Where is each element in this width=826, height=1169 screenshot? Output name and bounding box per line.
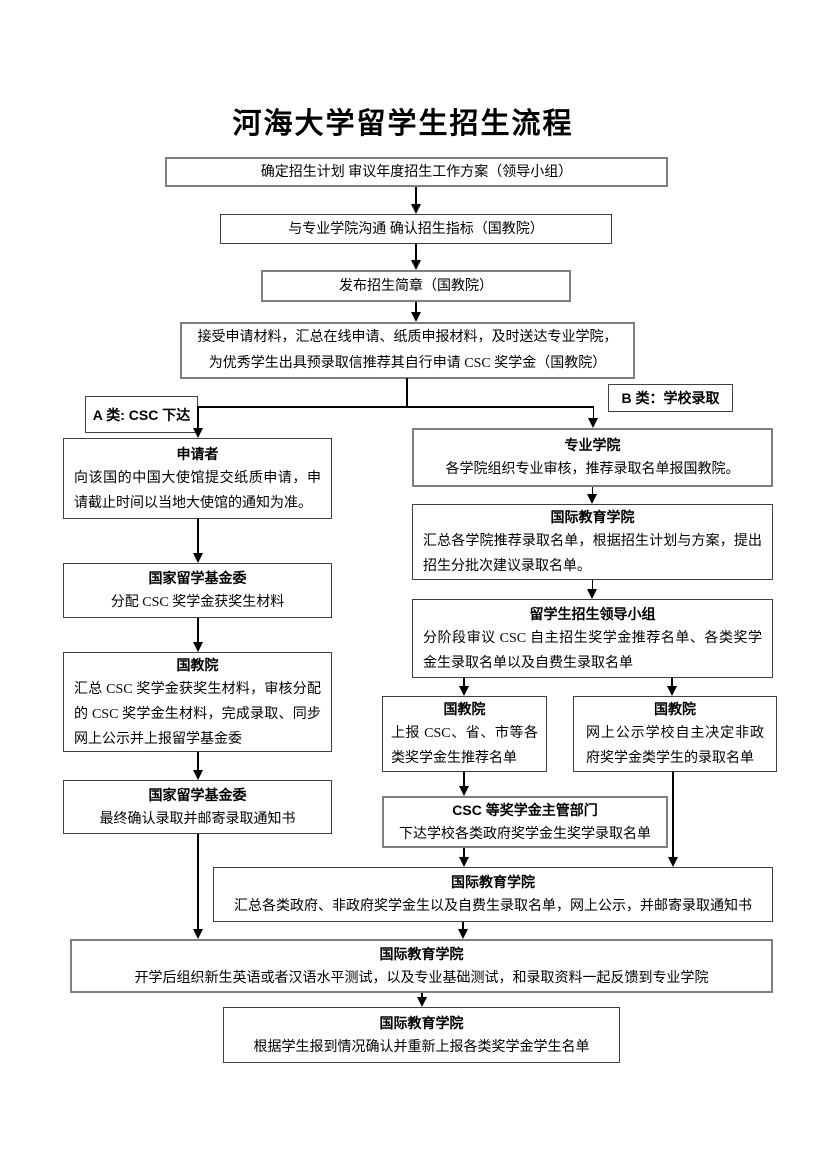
- flow-box-title: 国家留学基金委: [148, 786, 247, 803]
- arrow-down-icon: [458, 929, 468, 939]
- arrow-down-icon: [193, 642, 203, 652]
- flow-box-publicize-list: 国教院 网上公示学校自主决定非政府奖学金类学生的录取名单: [573, 696, 777, 772]
- flow-box-title: 国际教育学院: [550, 509, 635, 525]
- flow-box-brochure: 发布招生简章（国教院）: [261, 270, 571, 302]
- connector-line: [463, 772, 465, 787]
- flow-box-csc-council-2: 国家留学基金委 最终确认录取并邮寄录取通知书: [63, 780, 332, 834]
- flow-box-title: 国际教育学院: [451, 874, 535, 890]
- flow-box-quota: 与专业学院沟通 确认招生指标（国教院）: [220, 214, 612, 244]
- flow-box-guojiaoyuan: 国教院 汇总 CSC 奖学金获奖生材料，审核分配的 CSC 奖学金生材料，完成录…: [63, 652, 332, 752]
- flow-box-intl-college-tests: 国际教育学院 开学后组织新生英语或者汉语水平测试，以及专业基础测试，和录取资料一…: [70, 939, 773, 993]
- flow-box-text: 分配 CSC 奖学金获奖生材料: [110, 595, 285, 610]
- branch-label-a: A 类: CSC 下达: [85, 396, 198, 433]
- arrow-down-icon: [587, 494, 597, 504]
- connector-line: [421, 993, 423, 998]
- flow-box-title: 国教院: [443, 701, 486, 717]
- connector-line: [672, 772, 674, 858]
- arrow-down-icon: [459, 686, 469, 696]
- arrow-down-icon: [459, 857, 469, 867]
- flow-box-text: 接受申请材料，汇总在线申请、纸质申报材料，及时送达专业学院，为优秀学生出具预录取…: [197, 329, 618, 371]
- flow-box-text: 向该国的中国大使馆提交纸质申请，申请截止时间以当地大使馆的通知为准。: [74, 470, 321, 511]
- arrow-down-icon: [193, 553, 203, 563]
- flow-box-title: CSC 等奖学金主管部门: [452, 801, 598, 818]
- flow-box-title: 专业学院: [564, 437, 621, 453]
- flow-box-csc-council-1: 国家留学基金委 分配 CSC 奖学金获奖生材料: [63, 563, 332, 618]
- flow-box-text: 开学后组织新生英语或者汉语水平测试，以及专业基础测试，和录取资料一起反馈到专业学…: [134, 970, 709, 986]
- connector-line: [591, 580, 594, 590]
- flow-box-faculties: 专业学院 各学院组织专业审核，推荐录取名单报国教院。: [412, 428, 773, 487]
- connector-line: [415, 244, 417, 261]
- arrow-down-icon: [668, 857, 678, 867]
- flow-box-applicant: 申请者 向该国的中国大使馆提交纸质申请，申请截止时间以当地大使馆的通知为准。: [63, 438, 332, 519]
- flow-box-leading-group: 留学生招生领导小组 分阶段审议 CSC 自主招生奖学金推荐名单、各类奖学金生录取…: [412, 599, 773, 678]
- arrow-down-icon: [411, 312, 421, 322]
- flow-box-text: 根据学生报到情况确认并重新上报各类奖学金学生名单: [253, 1039, 590, 1055]
- connector-line: [197, 618, 199, 643]
- flow-box-title: 国教院: [654, 701, 696, 717]
- flow-box-title: 国际教育学院: [379, 945, 464, 962]
- flow-box-text: 网上公示学校自主决定非政府奖学金类学生的录取名单: [586, 726, 764, 766]
- flow-box-title: 申请者: [176, 445, 219, 462]
- arrow-down-icon: [667, 686, 677, 696]
- connector-line: [197, 406, 199, 429]
- flow-box-title: 国际教育学院: [379, 1014, 464, 1031]
- flow-box-title: 国教院: [176, 656, 219, 673]
- connector-line: [197, 752, 199, 771]
- arrow-down-icon: [193, 428, 203, 438]
- flow-box-applications: 接受申请材料，汇总在线申请、纸质申报材料，及时送达专业学院，为优秀学生出具预录取…: [180, 322, 635, 379]
- arrow-down-icon: [193, 770, 203, 780]
- connector-line: [415, 187, 417, 205]
- flow-box-plan: 确定招生计划 审议年度招生工作方案（领导小组）: [165, 157, 668, 187]
- flow-box-text: 与专业学院沟通 确认招生指标（国教院）: [288, 221, 544, 237]
- connector-line: [415, 302, 417, 313]
- connector-line: [197, 834, 199, 930]
- flow-box-text: 汇总各学院推荐录取名单，根据招生计划与方案，提出招生分批次建议录取名单。: [423, 534, 762, 574]
- flow-box-intl-college-2: 国际教育学院 汇总各类政府、非政府奖学金生以及自费生录取名单，网上公示，并邮寄录…: [213, 867, 773, 922]
- connector-line: [591, 487, 594, 495]
- arrow-down-icon: [417, 997, 427, 1007]
- connector-line: [463, 848, 465, 858]
- arrow-down-icon: [411, 204, 421, 214]
- arrow-down-icon: [587, 589, 597, 599]
- flow-box-title: 国家留学基金委: [148, 570, 247, 586]
- flow-box-text: 汇总 CSC 奖学金获奖生材料，审核分配的 CSC 奖学金生材料，完成录取、同步…: [74, 681, 321, 747]
- flow-box-text: 上报 CSC、省、市等各类奖学金生推荐名单: [391, 726, 538, 766]
- connector-line: [463, 678, 465, 687]
- flow-box-text: 发布招生简章（国教院）: [339, 278, 493, 294]
- connector-line: [197, 406, 594, 408]
- connector-line: [406, 378, 408, 407]
- arrow-down-icon: [193, 929, 203, 939]
- arrow-down-icon: [588, 418, 598, 428]
- flow-box-text: 各学院组织专业审核，推荐录取名单报国教院。: [445, 462, 740, 477]
- flow-box-csc-authority: CSC 等奖学金主管部门 下达学校各类政府奖学金生奖学录取名单: [382, 796, 668, 848]
- flow-box-intl-college-final: 国际教育学院 根据学生报到情况确认并重新上报各类奖学金学生名单: [223, 1007, 620, 1063]
- flow-box-text: 下达学校各类政府奖学金生奖学录取名单: [399, 826, 651, 842]
- page-title: 河海大学留学生招生流程: [232, 108, 574, 140]
- connector-line: [197, 519, 199, 554]
- arrow-down-icon: [459, 786, 469, 796]
- flow-box-report-scholarships: 国教院 上报 CSC、省、市等各类奖学金生推荐名单: [382, 696, 547, 772]
- connector-line: [462, 922, 464, 930]
- branch-label-b: B 类：学校录取: [608, 384, 733, 412]
- arrow-down-icon: [411, 260, 421, 270]
- flow-box-text: 分阶段审议 CSC 自主招生奖学金推荐名单、各类奖学金生录取名单以及自费生录取名…: [423, 630, 762, 671]
- flow-box-text: 汇总各类政府、非政府奖学金生以及自费生录取名单，网上公示，并邮寄录取通知书: [234, 899, 752, 914]
- flow-box-title: 留学生招生领导小组: [529, 605, 656, 622]
- connector-line: [592, 406, 594, 419]
- flow-box-intl-college-1: 国际教育学院 汇总各学院推荐录取名单，根据招生计划与方案，提出招生分批次建议录取…: [412, 504, 773, 580]
- flow-box-text: 最终确认录取并邮寄录取通知书: [99, 811, 296, 827]
- flow-box-text: 确定招生计划 审议年度招生工作方案（领导小组）: [260, 164, 573, 180]
- connector-line: [671, 678, 673, 687]
